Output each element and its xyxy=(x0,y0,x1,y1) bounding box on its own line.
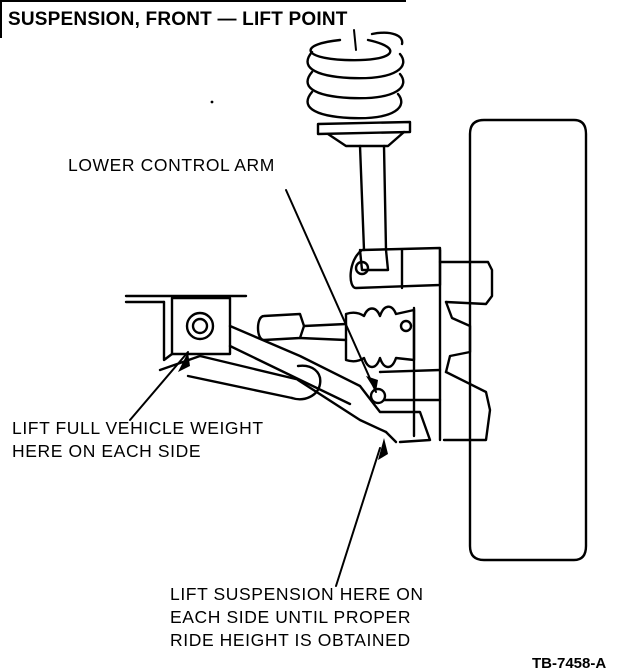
coil-spring xyxy=(306,31,405,120)
lift-full-line-2: HERE ON EACH SIDE xyxy=(12,441,202,461)
cv-boot xyxy=(256,305,416,369)
lift-susp-line-1: LIFT SUSPENSION HERE ON xyxy=(170,584,424,604)
leader-lines xyxy=(129,29,381,587)
figure-number: TB-7458-A xyxy=(532,655,607,672)
spring-seat xyxy=(316,120,412,148)
speckles xyxy=(210,100,214,104)
lift-susp-line-2: EACH SIDE UNTIL PROPER xyxy=(170,607,412,627)
lift-full-weight-label: LIFT FULL VEHICLE WEIGHT HERE ON EACH SI… xyxy=(12,417,264,463)
lower-control-arm xyxy=(158,324,432,444)
strut-rod xyxy=(358,144,390,272)
lift-full-line-1: LIFT FULL VEHICLE WEIGHT xyxy=(12,418,264,438)
lift-susp-line-3: RIDE HEIGHT IS OBTAINED xyxy=(170,630,411,650)
diagram-title: SUSPENSION, FRONT — LIFT POINT xyxy=(8,9,348,30)
lift-suspension-label: LIFT SUSPENSION HERE ON EACH SIDE UNTIL … xyxy=(170,583,424,652)
arrowheads xyxy=(178,352,388,460)
frame-bracket xyxy=(124,294,248,362)
lower-control-arm-label: LOWER CONTROL ARM xyxy=(68,155,275,175)
title-frame xyxy=(0,0,406,38)
wheel-tire xyxy=(468,118,588,562)
